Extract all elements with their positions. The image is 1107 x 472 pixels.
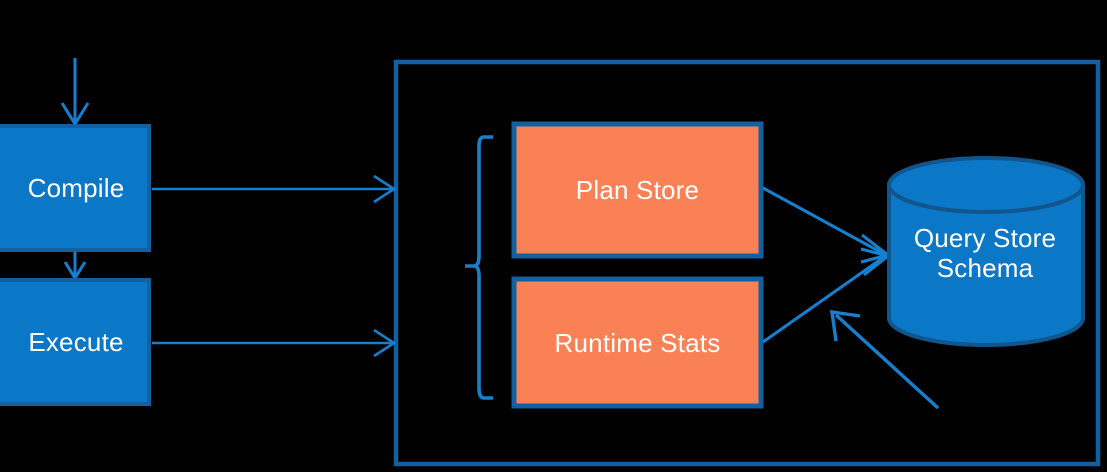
query-store-boundary [393, 59, 1101, 467]
node-runtime-stats-box[interactable] [511, 276, 764, 409]
edge-entry-to-compile [60, 58, 90, 127]
edge-external-to-schema [830, 309, 940, 410]
edge-runtime-stats-to-schema [762, 247, 892, 344]
store-grouping-bracket [465, 135, 493, 400]
edge-compile-to-execute [63, 252, 87, 281]
node-query-store-schema-cylinder[interactable] [887, 156, 1085, 347]
edge-execute-to-boundary [152, 328, 397, 358]
edge-compile-to-boundary [152, 174, 397, 204]
node-compile-box[interactable] [0, 124, 151, 252]
node-execute-box[interactable] [0, 278, 151, 406]
node-plan-store-box[interactable] [511, 121, 764, 259]
